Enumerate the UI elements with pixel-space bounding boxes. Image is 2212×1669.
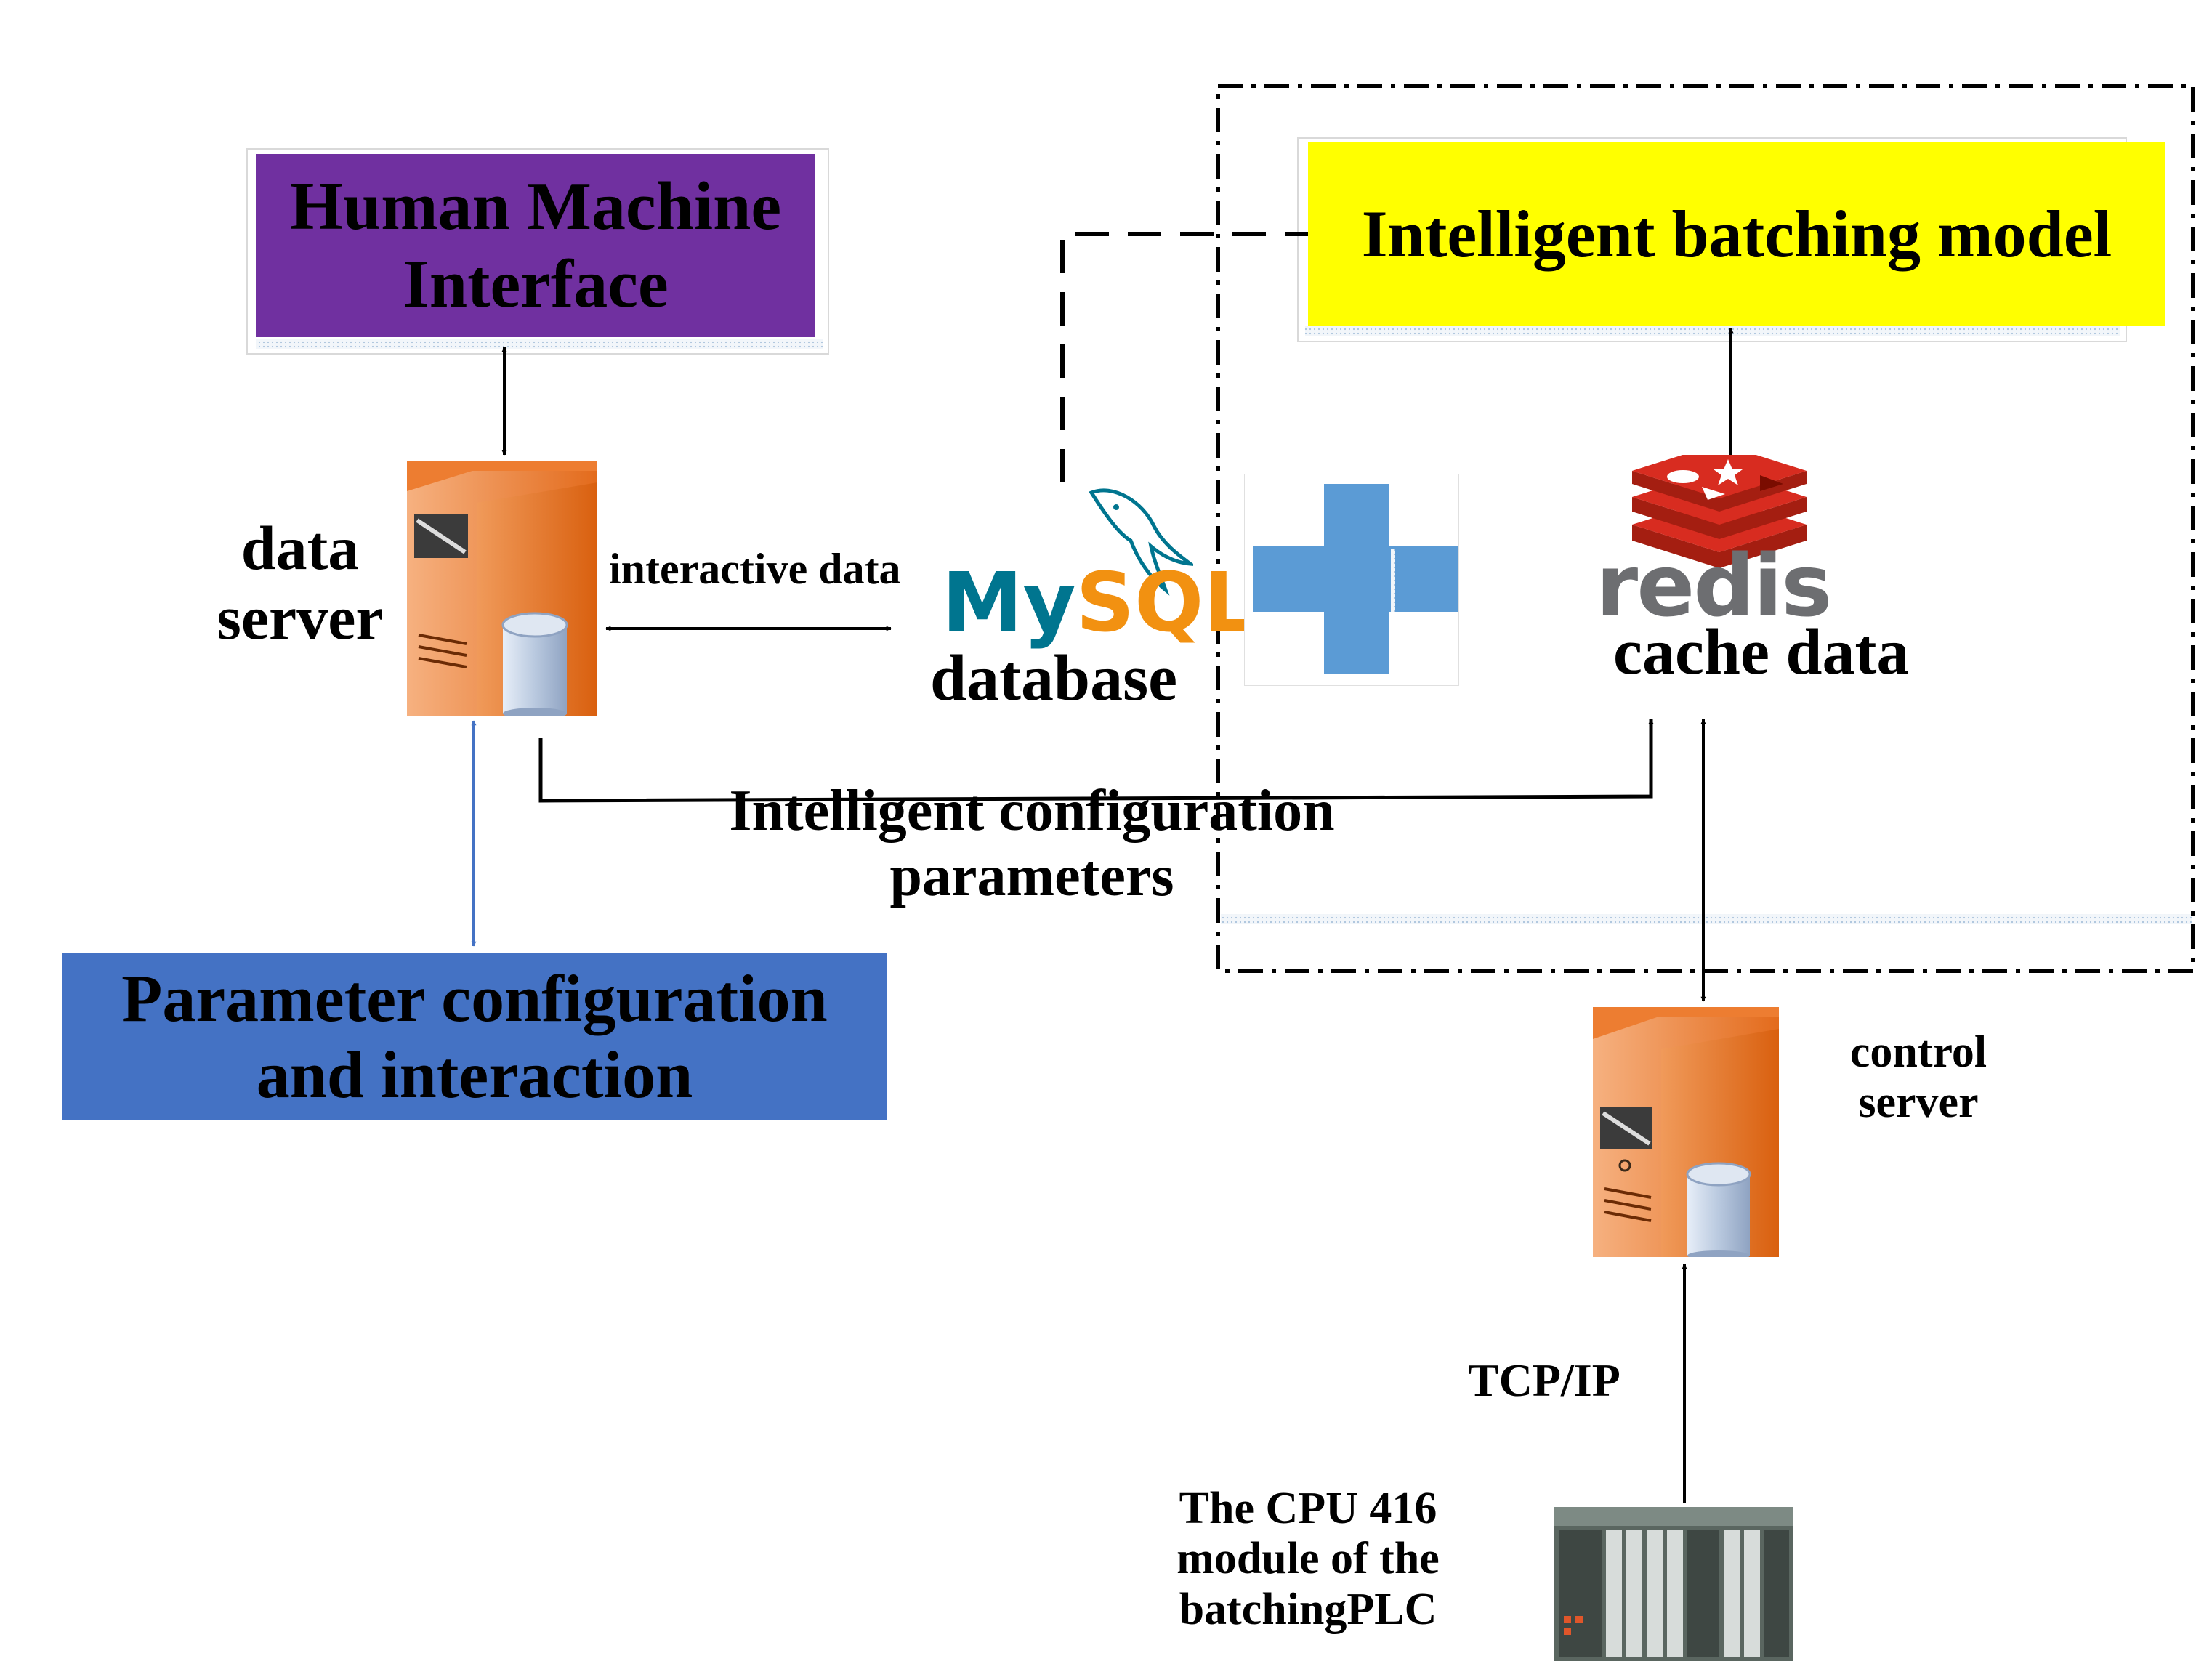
hmi-label-line1: Human Machine [289, 168, 782, 244]
param-label-line2: and interaction [256, 1038, 693, 1112]
plc-label-line3: batchingPLC [1179, 1584, 1437, 1634]
hmi-shadow-frame [246, 148, 829, 355]
data-server-label-line1: data [241, 513, 360, 583]
mysql-dolphin-icon [1089, 488, 1193, 596]
model-node: Intelligent batching model [1308, 142, 2165, 326]
interactive-data-label: interactive data [609, 545, 901, 593]
redis-logo-text: redis [1596, 536, 1832, 636]
redis-cube-icon [1632, 455, 1807, 568]
hmi-label-line2: Interface [403, 246, 669, 322]
control-server-label: control server [1831, 1027, 2006, 1128]
mysql-logo-text: MySQL™ [942, 556, 1276, 650]
mysql-model-link [1060, 232, 1308, 482]
plc-label-line2: module of the [1176, 1534, 1440, 1584]
control-server-icon [1593, 1007, 1779, 1257]
redis-caption: cache data [1613, 616, 1910, 688]
model-label: Intelligent batching model [1361, 196, 2112, 271]
config-params-label-line1: Intelligent configuration [729, 779, 1335, 843]
param-node: Parameter configuration and interaction [62, 953, 887, 1120]
control-server-label-line2: server [1858, 1078, 1979, 1128]
control-server-label-line1: control [1849, 1027, 1987, 1077]
data-server-label-line2: server [217, 583, 384, 653]
config-params-label-line2: parameters [889, 844, 1174, 908]
tcp-ip-label: TCP/IP [1468, 1354, 1620, 1406]
plc-rack-icon [1554, 1507, 1793, 1661]
model-shadow-strip [1305, 326, 2120, 336]
plus-icon [1244, 474, 1459, 686]
mysql-caption: database [930, 642, 1178, 714]
plc-label-line1: The CPU 416 [1179, 1484, 1437, 1533]
plc-label: The CPU 416 module of the batchingPLC [1148, 1484, 1468, 1635]
config-params-link [538, 719, 1654, 803]
frame-shadow-strip [1221, 914, 2192, 924]
hmi-shadow-strip [256, 339, 823, 349]
server-tower-icon [407, 461, 597, 716]
data-server-label: data server [195, 513, 405, 653]
hmi-node: Human Machine Interface [256, 154, 815, 337]
mysql-logo-sql: SQL [1075, 556, 1256, 650]
config-params-label: Intelligent configuration parameters [683, 779, 1381, 909]
mysql-logo-my: My [942, 556, 1076, 650]
param-label-line1: Parameter configuration [121, 961, 828, 1036]
